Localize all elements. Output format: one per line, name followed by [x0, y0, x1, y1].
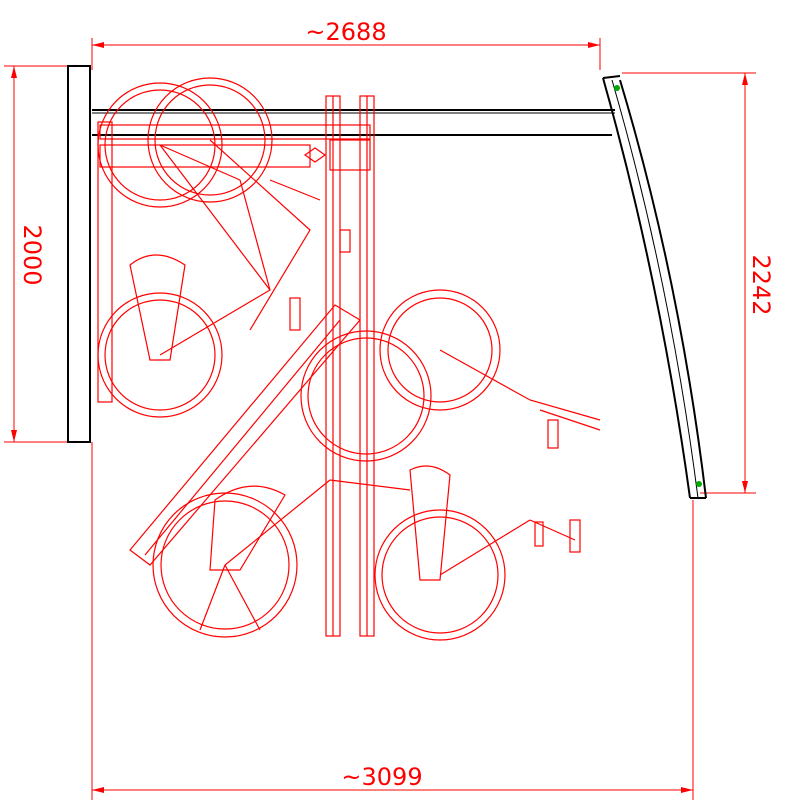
diagonal-rack-arm [129, 304, 361, 566]
bottom-width-label: ~3099 [341, 763, 422, 791]
top-width-label: ~2688 [305, 18, 386, 46]
right-height-label: 2242 [747, 254, 775, 315]
vertical-posts [325, 95, 375, 637]
wall-mount-plate [67, 65, 91, 443]
left-height-label: 2000 [18, 224, 46, 285]
lower-bike-1 [152, 479, 411, 638]
bottom-width-dimension: ~3099 [91, 442, 694, 800]
top-width-dimension: ~2688 [91, 18, 601, 70]
upper-rack-rail [97, 121, 371, 403]
middle-bike-1 [300, 289, 601, 462]
upper-bike-2 [147, 77, 351, 331]
roof-beam [92, 109, 615, 136]
right-height-dimension: 2242 [622, 72, 775, 494]
left-height-dimension: 2000 [4, 65, 70, 443]
upper-bike-1 [97, 82, 271, 418]
bottom-fixing-point [696, 481, 702, 487]
lower-bike-2 [374, 465, 581, 641]
curved-front-canopy [602, 75, 707, 499]
top-fixing-point [614, 85, 620, 91]
